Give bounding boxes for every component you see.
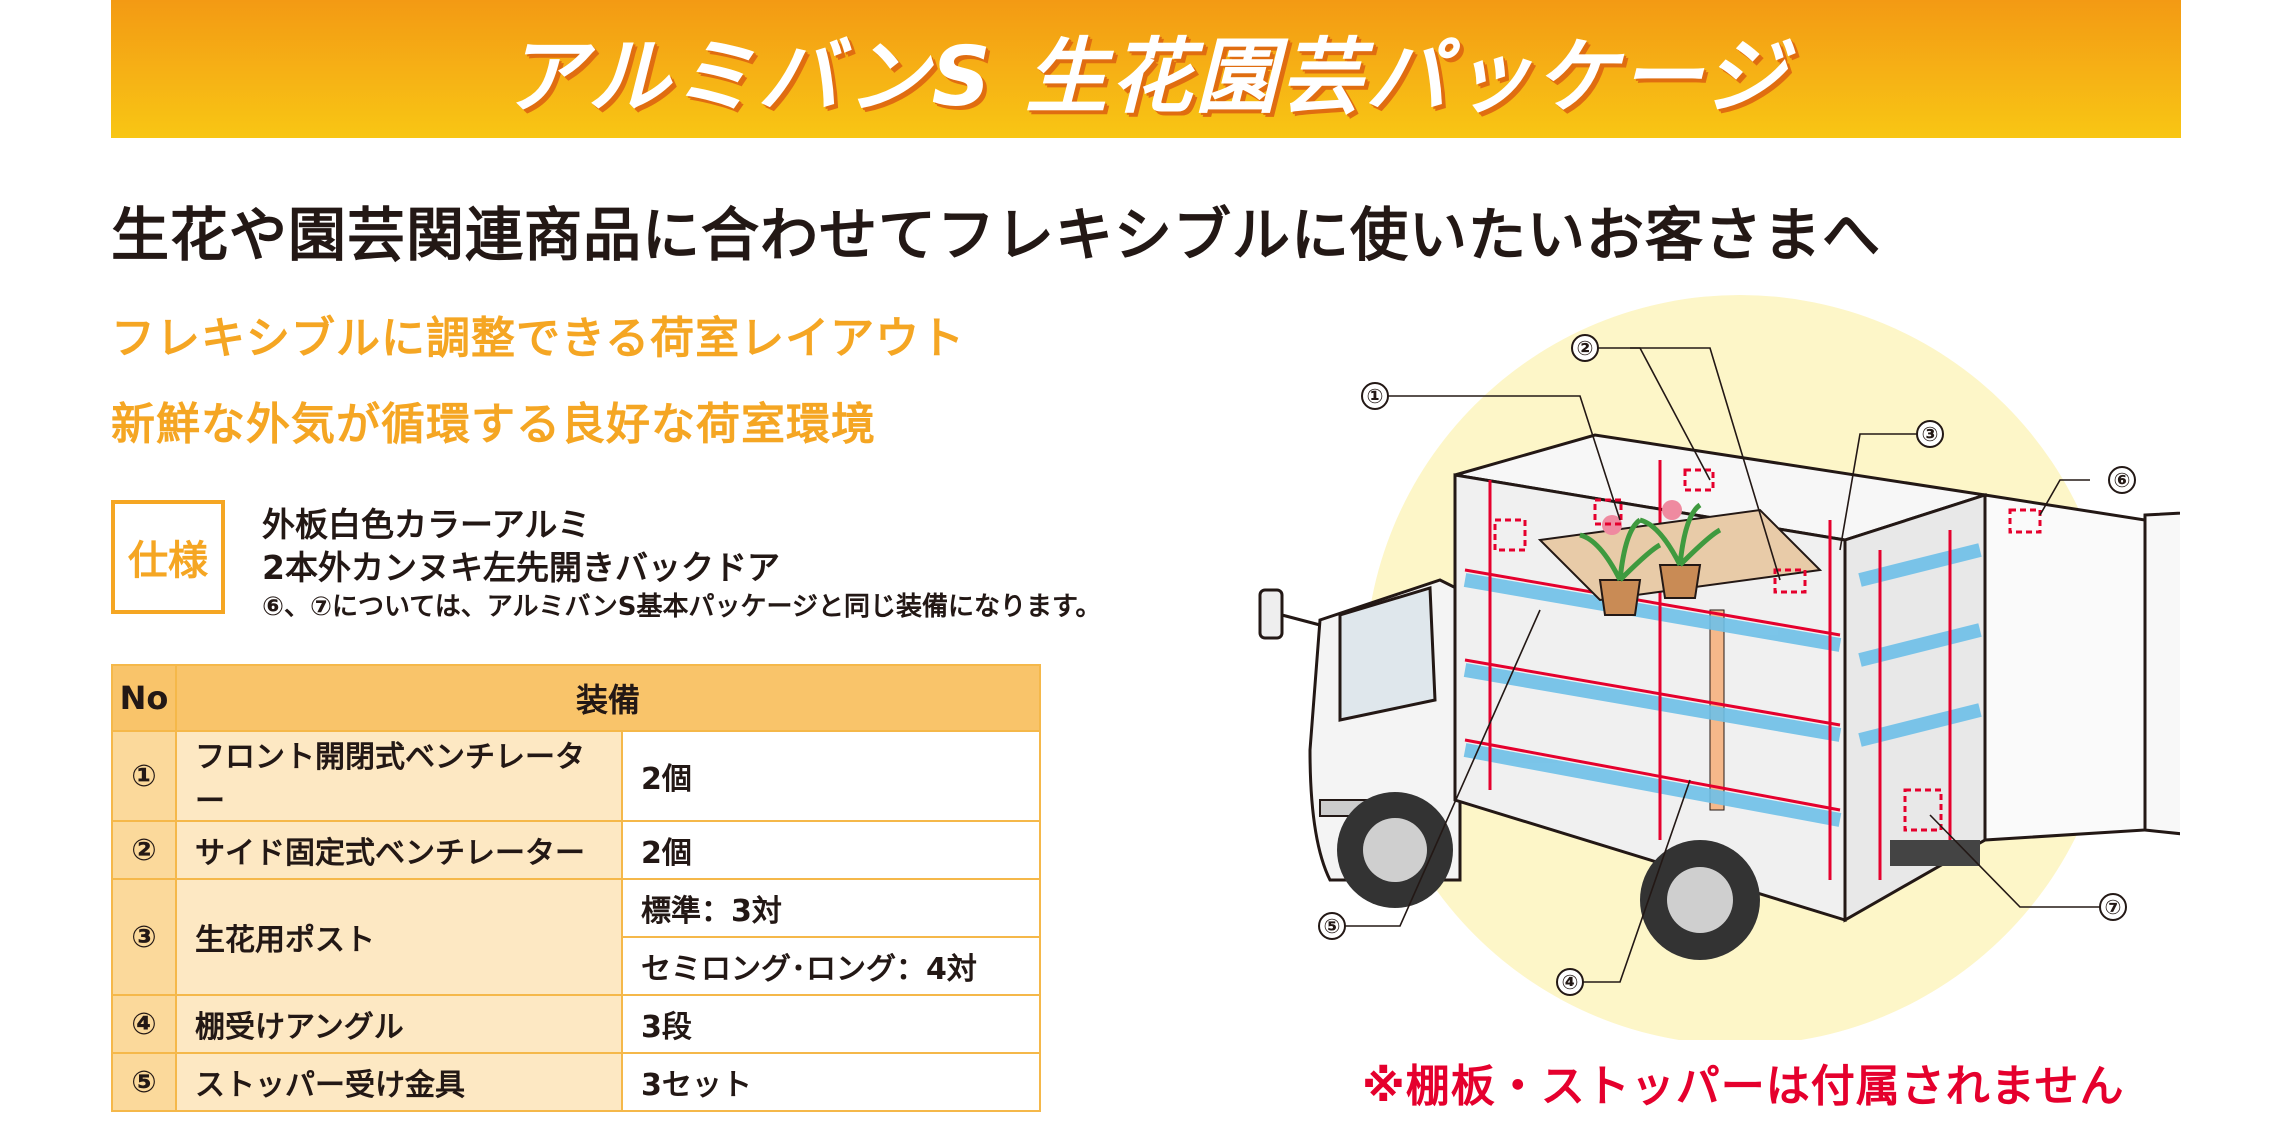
row-name: ストッパー受け金具 [175, 1052, 623, 1112]
table-row: ③ 生花用ポスト 標準：3対 [111, 878, 1041, 996]
footnote: ※棚板・ストッパーは付属されません [1362, 1061, 2125, 1112]
spec-line-1: 外板白色カラーアルミ [262, 505, 591, 544]
ventilators [1493, 468, 2042, 832]
row-value: 3セット [621, 1052, 1041, 1112]
row-value: 2個 [621, 820, 1041, 880]
table-header-row: No 装備 [111, 664, 1041, 732]
marker-6: ⑥ [2114, 468, 2131, 492]
row-no: ④ [111, 994, 177, 1054]
spec-label-box: 仕様 [111, 500, 225, 614]
table-row: ⑤ ストッパー受け金具 3セット [111, 1052, 1041, 1112]
header-no: No [111, 664, 177, 732]
headline: 生花や園芸関連商品に合わせてフレキシブルに使いたいお客さまへ [111, 201, 1882, 269]
row-no: ① [111, 730, 177, 822]
open-back-door [2143, 511, 2180, 836]
row-name: 棚受けアングル [175, 994, 623, 1054]
spec-label: 仕様 [128, 538, 208, 584]
page-title: アルミバンS 生花園芸パッケージ [503, 29, 1789, 125]
table-row: セミロング･ロング：4対 [112, 936, 1041, 996]
row-name: フロント開閉式ベンチレーター [175, 730, 623, 822]
marker-2: ② [1577, 336, 1594, 360]
wheels [1337, 792, 1980, 960]
row-value: 標準：3対 [621, 878, 1041, 938]
row-name: サイド固定式ベンチレーター [175, 820, 623, 880]
row-no: ③ [111, 878, 177, 996]
row-value: 3段 [621, 994, 1041, 1054]
truck-illustration: ① ② ③ ④ ⑤ ⑥ ⑦ [1258, 295, 2180, 1040]
marker-5: ⑤ [1324, 914, 1341, 938]
marker-3: ③ [1922, 422, 1939, 446]
row-value: セミロング･ロング：4対 [621, 936, 1041, 996]
row-no: ⑤ [111, 1052, 177, 1112]
table-row: ① フロント開閉式ベンチレーター 2個 [111, 730, 1041, 822]
spec-line-2: 2本外カンヌキ左先開きバックドア [262, 548, 780, 587]
shelf-angles [1463, 543, 1982, 827]
spec-line-3: ⑥、⑦については、アルミバンS基本パッケージと同じ装備になります。 [262, 592, 1102, 622]
row-value: 2個 [621, 730, 1041, 822]
flower-shelf [1537, 500, 1823, 616]
table-row: ④ 棚受けアングル 3段 [111, 994, 1041, 1054]
marker-1: ① [1367, 384, 1384, 408]
callout-lines [1340, 347, 2100, 983]
callout-markers: ① ② ③ ④ ⑤ ⑥ ⑦ [1318, 334, 2136, 996]
feature-1: フレキシブルに調整できる荷室レイアウト [111, 313, 966, 364]
marker-7: ⑦ [2105, 895, 2122, 919]
marker-4: ④ [1562, 970, 1579, 994]
table-row: ② サイド固定式ベンチレーター 2個 [111, 820, 1041, 880]
title-banner: アルミバンS 生花園芸パッケージ [111, 0, 2181, 138]
feature-2: 新鮮な外気が循環する良好な荷室環境 [111, 399, 876, 450]
row-no: ② [111, 820, 177, 880]
row-name: 生花用ポスト [175, 878, 623, 996]
equipment-table: No 装備 ① フロント開閉式ベンチレーター 2個 ② サイド固定式ベンチレータ… [111, 664, 1041, 1112]
header-equipment: 装備 [175, 664, 1041, 732]
